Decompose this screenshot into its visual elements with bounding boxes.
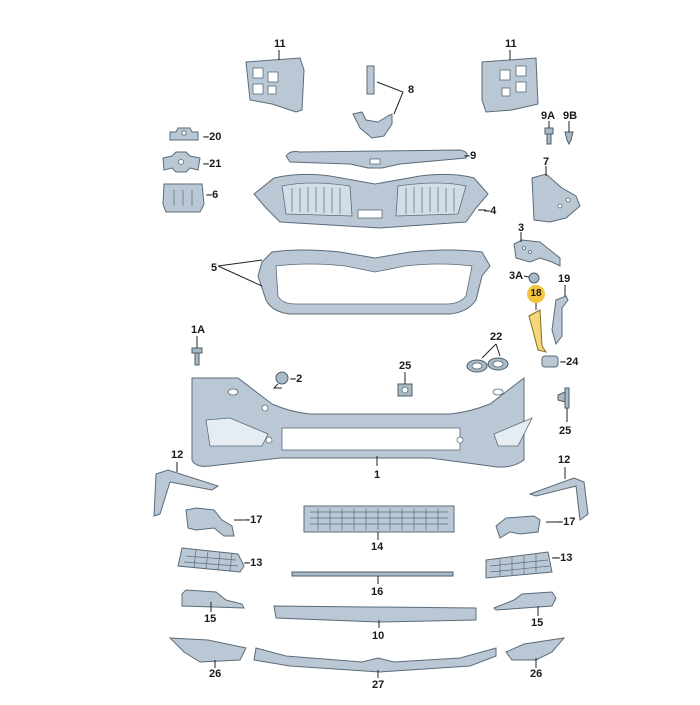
part-11-right-bracket [481, 50, 539, 113]
label-9: –9 [464, 150, 477, 162]
label-11-right: 11 [505, 38, 517, 50]
part-27-lower-spoiler [253, 647, 497, 678]
label-10: 10 [372, 630, 385, 642]
label-7: 7 [543, 156, 550, 168]
label-26-left: 26 [209, 668, 222, 680]
label-12-right: 12 [558, 454, 571, 466]
part-18-highlighted-bracket [528, 300, 548, 353]
part-25-center-clip [397, 372, 413, 397]
part-13-left-fog-grille [177, 547, 245, 573]
label-2: –2 [290, 373, 303, 385]
part-1-bumper-cover [191, 376, 533, 468]
part-3-bracket [513, 232, 561, 267]
label-17-right: –17 [557, 516, 576, 528]
label-9b: 9B [563, 110, 578, 122]
part-25-right-clip [557, 387, 570, 422]
label-18-highlighted: 18 [527, 285, 545, 303]
label-17-left: –17 [244, 514, 263, 526]
label-19: 19 [558, 273, 571, 285]
part-24-cap [541, 355, 559, 368]
label-3: 3 [518, 222, 525, 234]
label-1: 1 [374, 469, 381, 481]
label-8: 8 [408, 84, 415, 96]
part-3a-nut [523, 272, 540, 284]
part-26-right-cover [505, 637, 566, 668]
label-3a: 3A [509, 270, 524, 282]
part-17-left-bracket [185, 507, 244, 537]
part-1a-screw [191, 336, 203, 366]
part-9b-clip [564, 121, 574, 146]
part-12-right-trim [528, 467, 589, 521]
label-27: 27 [372, 679, 385, 691]
part-19-trim [551, 285, 569, 346]
label-1a: 1A [191, 324, 206, 336]
label-11-left: 11 [274, 38, 286, 50]
part-14-lower-grille [303, 505, 455, 540]
label-20: –20 [203, 131, 222, 143]
label-5: 5 [211, 262, 218, 274]
label-21: –21 [203, 158, 222, 170]
part-5-grille-frame [217, 249, 491, 315]
part-9-trim-strip [285, 149, 468, 169]
label-9a: 9A [541, 110, 556, 122]
label-14: 14 [371, 541, 384, 553]
label-16: 16 [371, 586, 384, 598]
label-13-right: –13 [554, 552, 573, 564]
label-25-center: 25 [399, 360, 412, 372]
part-6-bracket [162, 183, 205, 213]
label-15-right: 15 [531, 617, 544, 629]
part-12-left-trim [153, 462, 220, 517]
part-26-left-cover [168, 637, 247, 668]
part-17-right-bracket [495, 515, 558, 539]
label-22: 22 [490, 331, 503, 343]
part-21-holder [162, 151, 201, 173]
part-11-left-bracket [245, 50, 305, 113]
label-13-left: –13 [244, 557, 263, 569]
part-2-tow-cap [272, 371, 289, 389]
part-10-lower-trim [273, 605, 477, 628]
label-6: –6 [206, 189, 219, 201]
part-4-radiator-grille [253, 173, 489, 229]
label-15-left: 15 [204, 613, 217, 625]
part-9a-screw [544, 121, 554, 145]
part-15-left-frame-trim [181, 589, 245, 612]
part-15-right-frame-trim [493, 591, 557, 616]
label-26-right: 26 [530, 668, 543, 680]
part-8-pin-clip [352, 65, 404, 139]
label-25-right: 25 [559, 425, 572, 437]
part-20-holder [169, 127, 199, 141]
label-4: –4 [484, 205, 497, 217]
part-16-trim-strip [291, 571, 454, 584]
part-22-washer-rings [466, 343, 509, 373]
label-12-left: 12 [171, 449, 184, 461]
label-24: –24 [560, 356, 579, 368]
part-13-right-fog-grille [485, 551, 556, 579]
part-7-bracket [531, 166, 581, 223]
